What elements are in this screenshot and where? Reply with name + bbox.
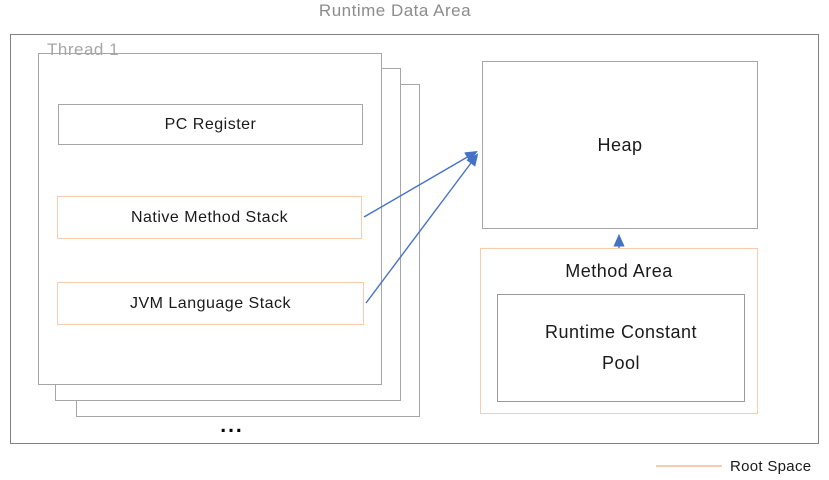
- native-method-stack-box: Native Method Stack: [57, 196, 362, 239]
- jvm-language-stack-box: JVM Language Stack: [57, 282, 364, 325]
- diagram-title: Runtime Data Area: [318, 1, 472, 20]
- jvm-language-stack-label: JVM Language Stack: [129, 294, 292, 312]
- runtime-constant-pool-box: Runtime Constant Pool: [497, 294, 745, 402]
- method-area-box: Method Area Runtime Constant Pool: [480, 248, 758, 414]
- root-space-line-swatch: [656, 465, 722, 467]
- thread-label: Thread 1: [47, 40, 120, 59]
- native-method-stack-label: Native Method Stack: [130, 208, 289, 226]
- root-space-legend-label: Root Space: [730, 457, 812, 475]
- pc-register-label: PC Register: [164, 115, 257, 133]
- more-threads-indicator: ...: [220, 414, 244, 437]
- pc-register-box: PC Register: [58, 104, 363, 145]
- heap-box: Heap: [482, 61, 758, 229]
- runtime-data-area-container: [10, 34, 819, 444]
- heap-label: Heap: [597, 134, 643, 155]
- legend: Root Space: [656, 455, 821, 477]
- method-area-label: Method Area: [565, 261, 673, 281]
- runtime-constant-pool-label: Runtime Constant Pool: [544, 321, 698, 374]
